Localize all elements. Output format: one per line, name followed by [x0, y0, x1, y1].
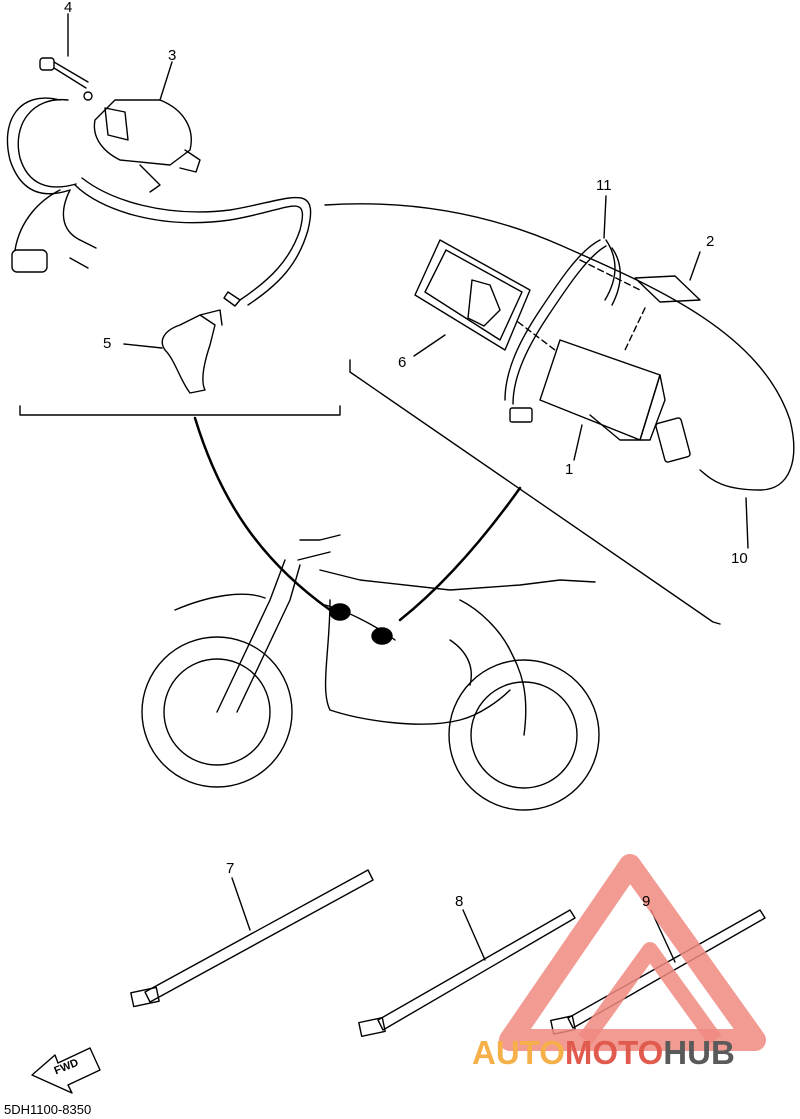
spark-plug-cap-5 [161, 291, 241, 394]
plate-2 [634, 275, 701, 303]
part-label-3: 3 [168, 47, 177, 64]
watermark-hub: HUB [663, 1034, 735, 1071]
fwd-arrow-icon [31, 1047, 101, 1094]
watermark-logo-icon [499, 854, 766, 1051]
watermark-moto: MOTO [564, 1034, 664, 1071]
sub-harness-11 [504, 239, 621, 423]
bolt-4 [39, 57, 93, 101]
motorcycle-silhouette [141, 534, 600, 811]
part-label-6: 6 [398, 354, 407, 371]
drawing-code: 5DH1100-8350 [4, 1102, 92, 1117]
part-label-9: 9 [642, 893, 651, 910]
part-label-8: 8 [455, 893, 464, 910]
part-label-4: 4 [64, 0, 73, 16]
cable-tie-7 [130, 869, 374, 1008]
part-label-1: 1 [565, 461, 574, 478]
part-label-11: 11 [596, 177, 612, 194]
cdi-unit-1 [539, 339, 691, 463]
part-label-2: 2 [706, 233, 715, 250]
watermark-text: AUTOMOTOHUB [472, 1036, 735, 1069]
watermark-auto: AUTO [472, 1034, 565, 1071]
part-label-5: 5 [103, 335, 112, 352]
ignition-coil-3 [93, 99, 201, 193]
part-label-7: 7 [226, 860, 235, 877]
wire-harness [6, 97, 795, 491]
bracket-6 [414, 239, 531, 351]
cable-tie-8 [358, 909, 576, 1038]
section-brackets [19, 359, 721, 625]
leader-lines [67, 13, 749, 549]
part-label-10: 10 [731, 550, 748, 567]
